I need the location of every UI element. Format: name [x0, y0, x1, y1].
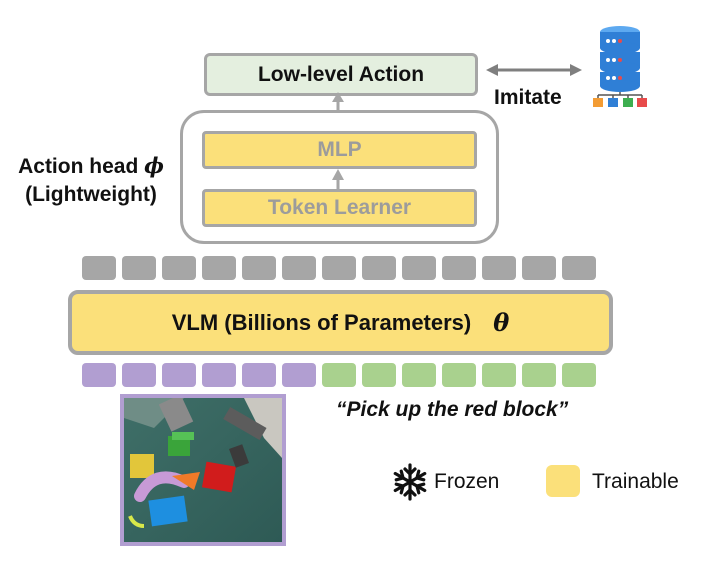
action-head-title: Action head: [18, 155, 139, 178]
output-token: [562, 256, 596, 280]
snowflake-icon: [393, 463, 427, 501]
instruction-text: “Pick up the red block”: [336, 398, 569, 421]
image-token: [282, 363, 316, 387]
text-token: [362, 363, 396, 387]
token-learner-label: Token Learner: [267, 196, 412, 219]
output-token: [242, 256, 276, 280]
database-icon: [593, 26, 647, 107]
phi-symbol: ϕ: [144, 153, 164, 178]
image-token: [242, 363, 276, 387]
image-token: [202, 363, 236, 387]
image-token: [122, 363, 156, 387]
output-token: [522, 256, 556, 280]
token-learner-box: Token Learner: [202, 189, 477, 227]
low-level-action-box: Low-level Action: [204, 53, 478, 96]
theta-symbol: θ: [493, 308, 510, 337]
text-token: [522, 363, 556, 387]
output-token: [362, 256, 396, 280]
image-token: [82, 363, 116, 387]
mlp-label: MLP: [317, 138, 362, 161]
text-token: [402, 363, 436, 387]
imitate-label: Imitate: [494, 86, 562, 109]
output-token: [482, 256, 516, 280]
text-token: [322, 363, 356, 387]
trainable-legend-label: Trainable: [592, 470, 679, 493]
output-token: [402, 256, 436, 280]
output-token: [322, 256, 356, 280]
image-token: [162, 363, 196, 387]
vlm-label: VLM (Billions of Parameters): [171, 309, 472, 335]
output-token: [82, 256, 116, 280]
vlm-box: VLM (Billions of Parameters) θ: [68, 290, 613, 355]
text-token: [482, 363, 516, 387]
trainable-legend-swatch: [546, 465, 580, 497]
output-token: [442, 256, 476, 280]
output-token: [122, 256, 156, 280]
output-token: [162, 256, 196, 280]
imitate-arrow: [486, 64, 582, 76]
frozen-legend-label: Frozen: [434, 470, 500, 493]
mlp-box: MLP: [202, 131, 477, 169]
action-head-subtitle: (Lightweight): [25, 183, 157, 206]
robot-scene-image: [120, 394, 286, 546]
text-token: [442, 363, 476, 387]
action-head-label: Action head ϕ (Lightweight): [6, 152, 176, 209]
text-token: [562, 363, 596, 387]
low-level-action-label: Low-level Action: [257, 62, 425, 86]
output-token: [202, 256, 236, 280]
output-token: [282, 256, 316, 280]
